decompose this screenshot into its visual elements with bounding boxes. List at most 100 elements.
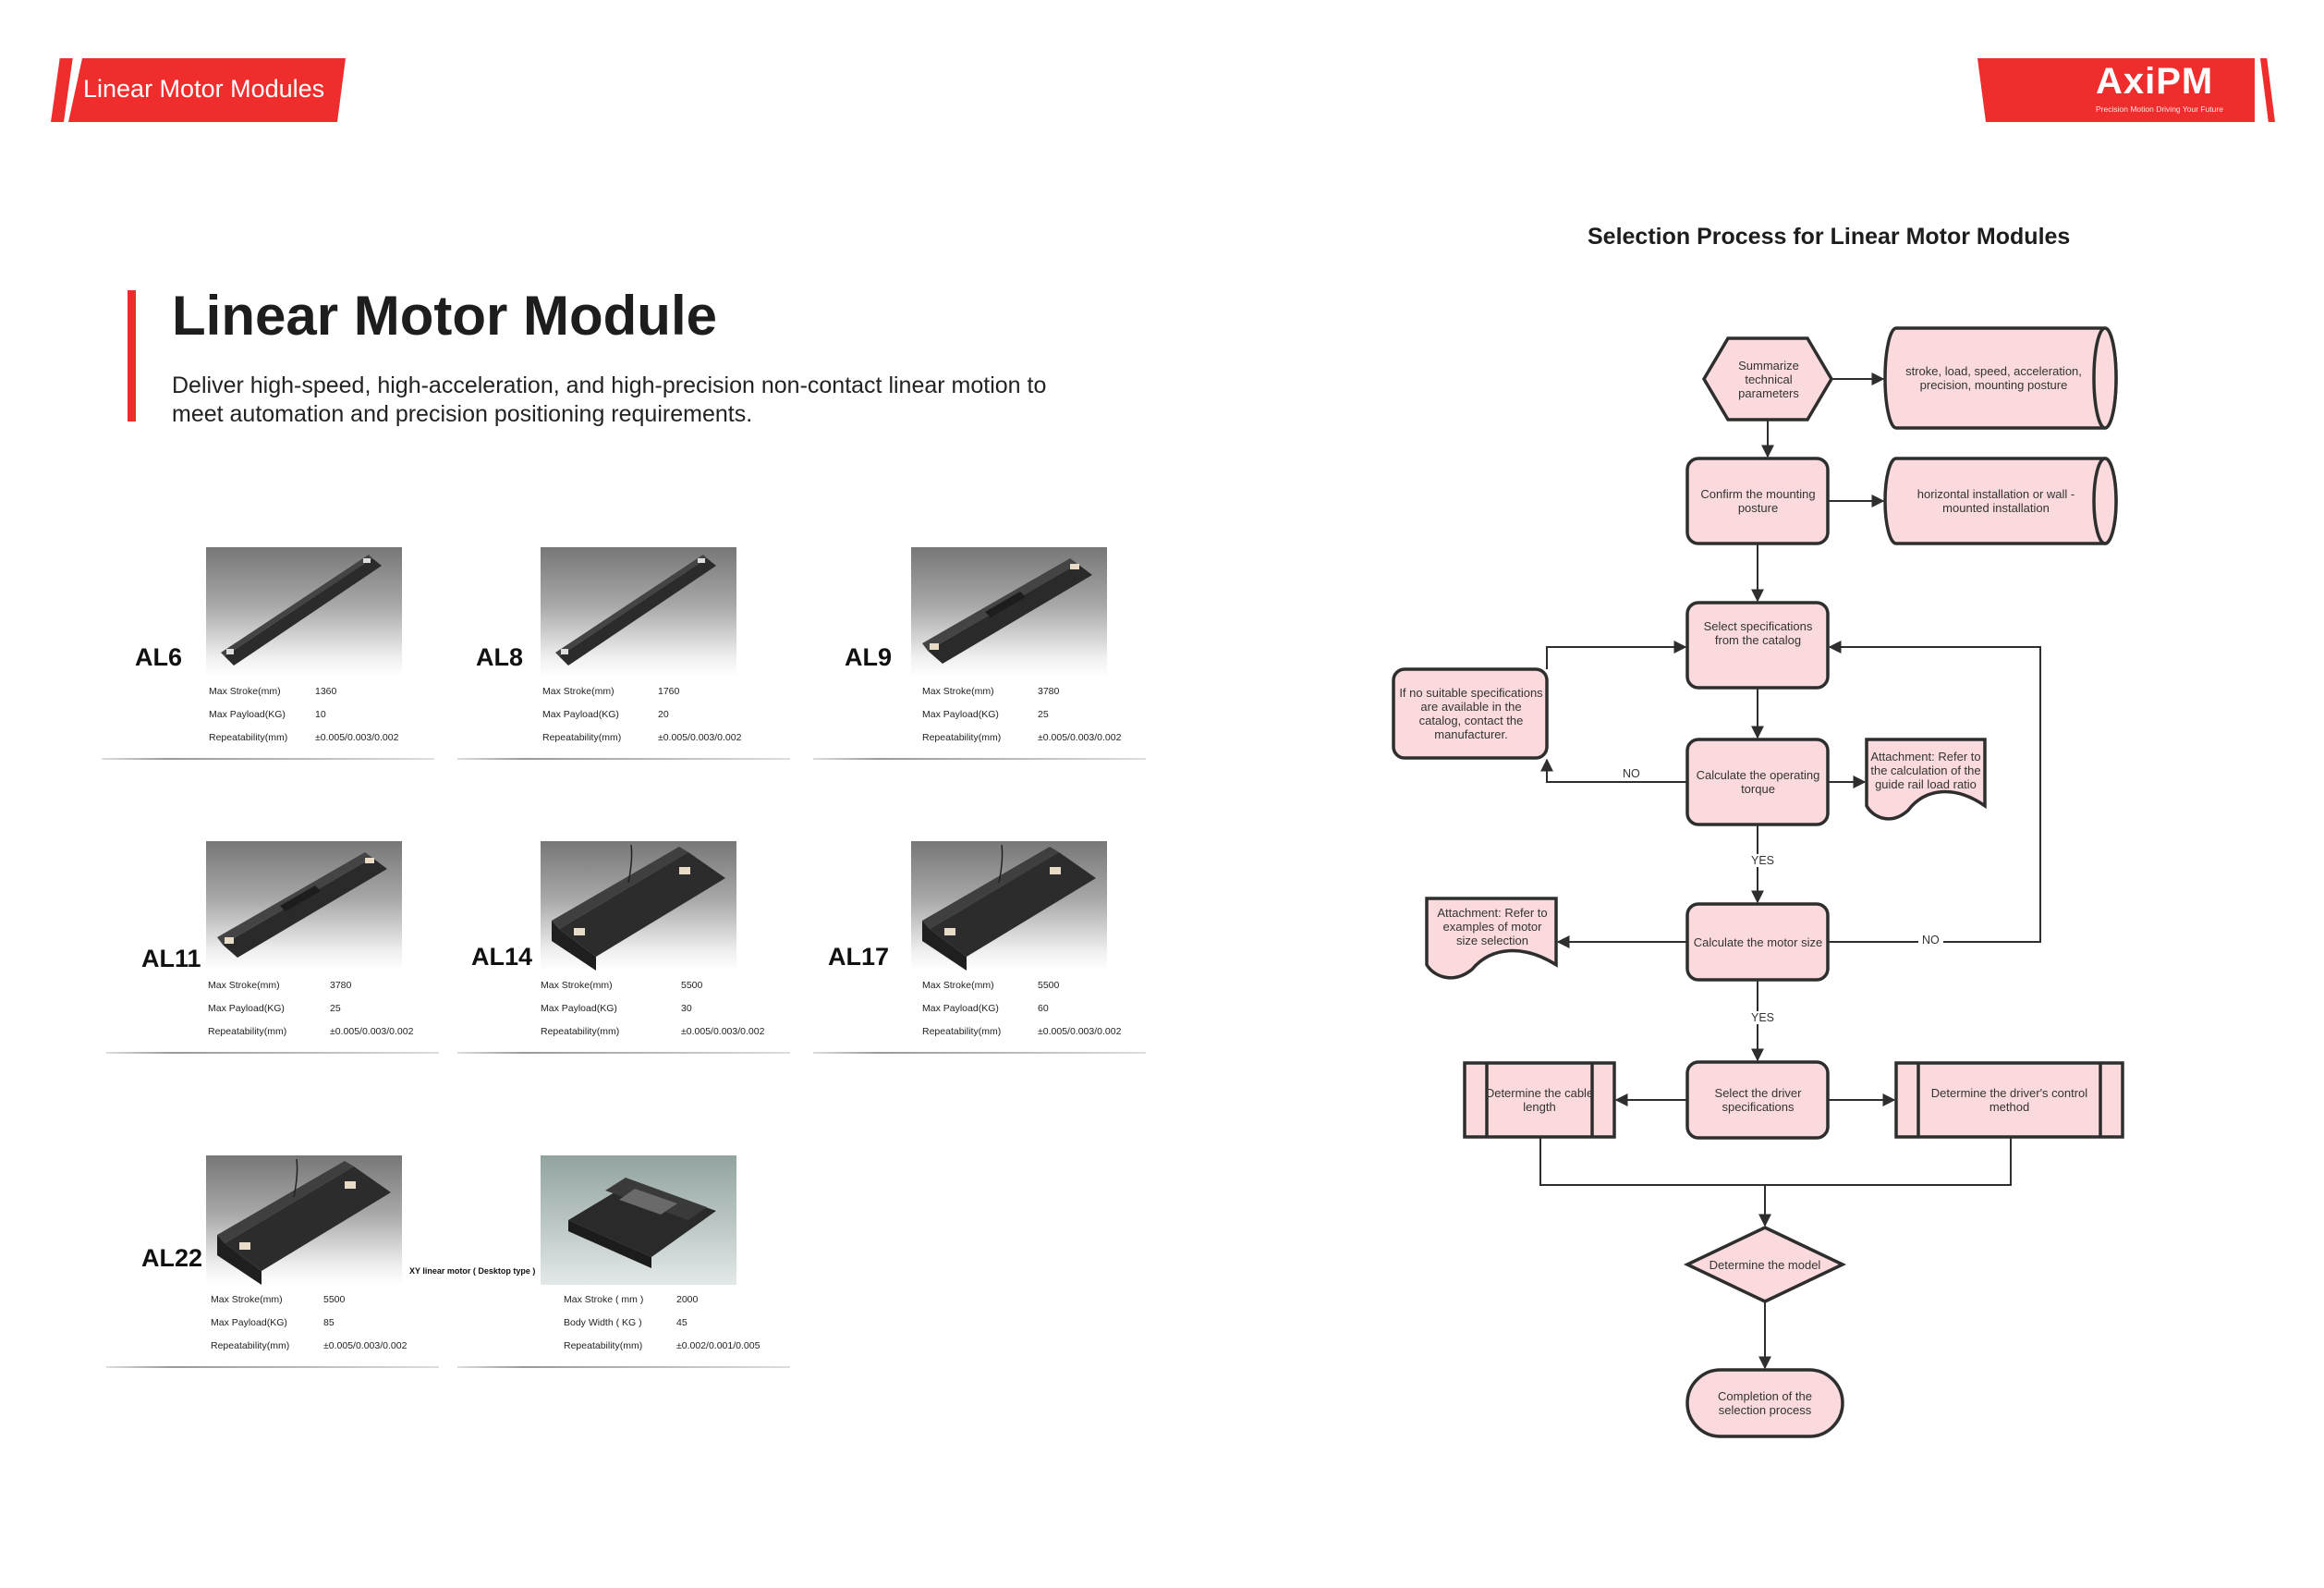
flow-node-complete-text: Completion of the selection process xyxy=(1718,1389,1812,1417)
spec-label: Repeatability(mm) xyxy=(209,732,288,743)
flow-node-complete-label: Completion of the selection process xyxy=(1697,1370,1833,1436)
spec-label: Max Stroke(mm) xyxy=(922,686,994,697)
flow-node-cable-text: Determine the cable length xyxy=(1485,1086,1594,1114)
card-divider xyxy=(106,1052,439,1054)
banner-bar xyxy=(1977,58,2255,122)
product-image xyxy=(541,1155,736,1285)
spec-value: 45 xyxy=(676,1317,687,1328)
spec-label: Max Payload(KG) xyxy=(209,709,286,720)
edge-label-torque-yes: YES xyxy=(1747,854,1779,867)
flow-node-posture-text: horizontal installation or wall - mounte… xyxy=(1916,487,2075,515)
banner-stripe xyxy=(51,58,73,122)
spec-value: 3780 xyxy=(330,980,352,991)
flow-node-confirm xyxy=(1685,457,1830,545)
flow-node-motor-size xyxy=(1685,902,1830,982)
edge-merge xyxy=(1539,1137,2012,1186)
flow-node-posture-label: horizontal installation or wall - mounte… xyxy=(1899,458,2093,544)
flow-node-summarize xyxy=(1701,336,1834,421)
spec-value: 2000 xyxy=(676,1294,699,1305)
spec-label: Max Payload(KG) xyxy=(542,709,619,720)
brand-tagline: Precision Motion Driving Your Future xyxy=(2096,104,2223,114)
linear-module-photo-icon xyxy=(217,852,387,958)
product-model-name: AL9 xyxy=(845,643,893,671)
flow-node-driver xyxy=(1685,1060,1830,1140)
linear-module-photo-icon xyxy=(922,558,1092,664)
flowchart-title: Selection Process for Linear Motor Modul… xyxy=(1588,224,2071,250)
flow-node-params-label: stroke, load, speed, acceleration, preci… xyxy=(1899,328,2088,428)
banner-bar xyxy=(68,58,346,122)
flow-node-summarize-text: Summarize technical parameters xyxy=(1738,358,1799,400)
flow-node-torque xyxy=(1685,738,1830,826)
spec-value: ±0.005/0.003/0.002 xyxy=(658,732,742,743)
spec-value: 1360 xyxy=(315,686,337,697)
edge-torque-no xyxy=(1540,758,1687,783)
flow-node-guide-rail xyxy=(1865,738,1987,821)
spec-label: Max Stroke(mm) xyxy=(209,686,281,697)
spec-value: 3780 xyxy=(1038,686,1060,697)
linear-module-photo-icon xyxy=(552,844,725,971)
spec-label: Max Payload(KG) xyxy=(541,1003,617,1014)
spec-value: ±0.005/0.003/0.002 xyxy=(681,1026,765,1037)
product-image xyxy=(911,547,1107,677)
spec-value: ±0.005/0.003/0.002 xyxy=(1038,732,1122,743)
spec-label: Repeatability(mm) xyxy=(922,1026,1002,1037)
spec-label: Repeatability(mm) xyxy=(922,732,1002,743)
flow-node-select-catalog-text: Select specifications from the catalog xyxy=(1703,619,1813,647)
spec-value: 5500 xyxy=(681,980,703,991)
flow-node-summarize-label: Summarize technical parameters xyxy=(1722,338,1815,420)
flow-node-torque-text: Calculate the operating torque xyxy=(1696,768,1820,796)
flow-node-motor-examples-text: Attachment: Refer to examples of motor s… xyxy=(1437,905,1548,947)
product-image xyxy=(911,841,1107,971)
flow-node-control xyxy=(1894,1061,2124,1139)
edge-label-motor-yes: YES xyxy=(1747,1011,1779,1024)
card-divider xyxy=(457,1052,790,1054)
page-subtitle: Deliver high-speed, high-acceleration, a… xyxy=(172,373,1047,427)
spec-value: 25 xyxy=(330,1003,341,1014)
flow-node-cable-label: Determine the cable length xyxy=(1485,1063,1594,1137)
linear-module-photo-icon xyxy=(555,555,716,666)
spec-value: ±0.002/0.001/0.005 xyxy=(676,1340,760,1351)
flow-node-control-label: Determine the driver's control method xyxy=(1920,1063,2099,1137)
product-model-name: AL6 xyxy=(135,643,183,671)
page-title: Linear Motor Module xyxy=(172,285,717,347)
spec-value: ±0.005/0.003/0.002 xyxy=(330,1026,414,1037)
flow-node-contact xyxy=(1392,667,1549,760)
flow-node-torque-label: Calculate the operating torque xyxy=(1691,739,1825,825)
spec-value: 5500 xyxy=(323,1294,346,1305)
brand-banner: AxiPM Precision Motion Driving Your Futu… xyxy=(1977,58,2282,122)
product-model-name: AL22 xyxy=(141,1244,203,1272)
flow-node-motor-examples-label: Attachment: Refer to examples of motor s… xyxy=(1432,905,1552,947)
spec-value: 20 xyxy=(658,709,669,720)
spec-label: Repeatability(mm) xyxy=(208,1026,287,1037)
spec-value: 10 xyxy=(315,709,326,720)
card-divider xyxy=(813,758,1146,760)
linear-module-photo-icon xyxy=(922,844,1096,971)
edge-label-torque-no: NO xyxy=(1619,767,1644,780)
spec-label: Max Stroke ( mm ) xyxy=(564,1294,644,1305)
spec-value: ±0.005/0.003/0.002 xyxy=(323,1340,408,1351)
spec-value: 85 xyxy=(323,1317,335,1328)
flow-node-control-text: Determine the driver's control method xyxy=(1930,1086,2088,1114)
flow-node-contact-label: If no suitable specifications are availa… xyxy=(1399,669,1543,758)
spec-label: Max Payload(KG) xyxy=(922,709,999,720)
spec-label: Repeatability(mm) xyxy=(542,732,622,743)
card-divider xyxy=(457,1366,790,1368)
flow-node-guide-rail-text: Attachment: Refer to the calculation of … xyxy=(1870,749,1981,791)
section-tag-label: Linear Motor Modules xyxy=(83,75,325,103)
product-model-name: AL8 xyxy=(476,643,524,671)
spec-value: 1760 xyxy=(658,686,680,697)
flow-node-cable xyxy=(1463,1061,1616,1139)
spec-label: Max Stroke(mm) xyxy=(541,980,613,991)
flow-node-model xyxy=(1683,1226,1847,1303)
brand-logo: AxiPM xyxy=(2096,61,2214,102)
spec-label: Max Payload(KG) xyxy=(208,1003,285,1014)
flow-node-driver-label: Select the driver specifications xyxy=(1691,1062,1825,1138)
flowchart-shapes xyxy=(1392,326,2124,1438)
product-caption: XY linear motor ( Desktop type ) xyxy=(409,1266,536,1276)
flow-node-params-text: stroke, load, speed, acceleration, preci… xyxy=(1905,364,2082,392)
spec-value: 25 xyxy=(1038,709,1049,720)
spec-label: Max Stroke(mm) xyxy=(211,1294,283,1305)
linear-module-photo-icon xyxy=(221,555,382,666)
flow-node-confirm-text: Confirm the mounting posture xyxy=(1700,487,1816,515)
